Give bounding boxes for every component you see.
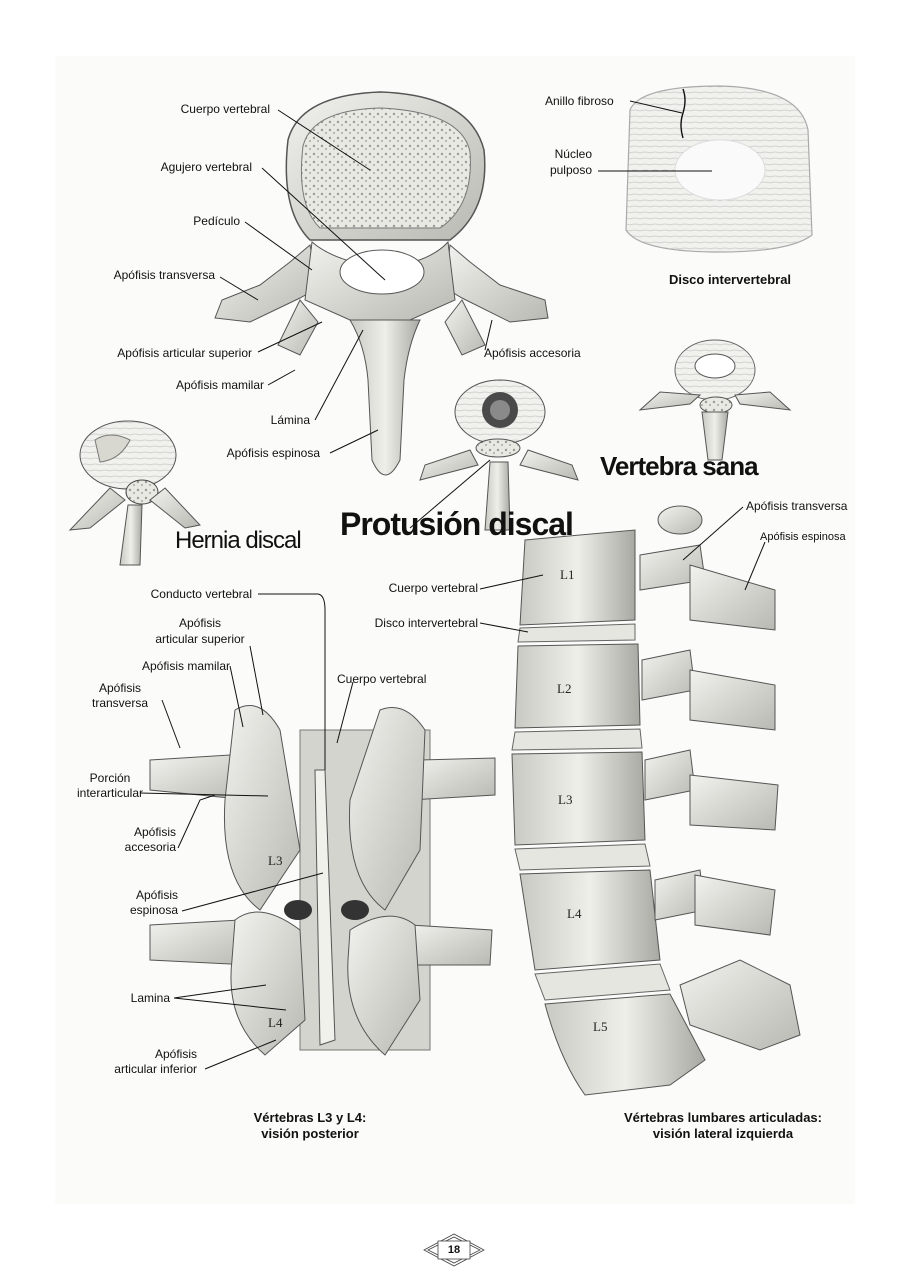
label-apofisis-espinosa-top: Apófisis espinosa bbox=[226, 446, 320, 460]
caption-lateral-1: Vértebras lumbares articuladas: bbox=[624, 1110, 822, 1125]
label-apofisis-articular-inferior-1: Apófisis bbox=[154, 1047, 197, 1061]
label-cuerpo-vertebral-posterior: Cuerpo vertebral bbox=[337, 672, 427, 686]
label-apofisis-accesoria-2: accesoria bbox=[124, 840, 176, 854]
label-agujero-vertebral: Agujero vertebral bbox=[160, 160, 252, 174]
posterior-view-l3-l4 bbox=[149, 705, 496, 1056]
level-label-l4: L4 bbox=[567, 906, 582, 921]
healthy-vertebra-inset bbox=[638, 339, 792, 461]
label-disco-intervertebral-lateral: Disco intervertebral bbox=[374, 616, 478, 630]
label-porcion: Porción bbox=[89, 771, 131, 785]
level-label-l3-posterior: L3 bbox=[268, 853, 283, 868]
label-apofisis-articular-superior-2: articular superior bbox=[155, 632, 245, 646]
label-apofisis-transversa-top: Apófisis transversa bbox=[113, 268, 215, 282]
page-number: 18 bbox=[447, 1244, 461, 1256]
label-apofisis-accesoria-top: Apófisis accesoria bbox=[484, 346, 581, 360]
label-apofisis-mamilar: Apófisis mamilar bbox=[141, 659, 230, 673]
disc-herniation-inset bbox=[68, 420, 201, 566]
caption-posterior-1: Vértebras L3 y L4: bbox=[253, 1110, 367, 1125]
title-protusion-discal: Protusión discal bbox=[340, 506, 574, 542]
label-lamina-top: Lámina bbox=[270, 413, 310, 427]
label-apofisis-espinosa-1: Apófisis bbox=[135, 888, 178, 902]
lateral-view-lumbar-column bbox=[511, 505, 801, 1096]
label-apofisis-mamilar-top: Apófisis mamilar bbox=[175, 378, 264, 392]
disc-protrusion-inset bbox=[419, 379, 579, 531]
label-apofisis-articular-superior-1: Apófisis bbox=[178, 616, 222, 630]
label-conducto-vertebral: Conducto vertebral bbox=[150, 587, 252, 601]
caption-disco-intervertebral: Disco intervertebral bbox=[668, 272, 792, 287]
label-cuerpo-vertebral-top: Cuerpo vertebral bbox=[180, 102, 270, 116]
label-apofisis-transversa-1: Apófisis bbox=[98, 681, 142, 695]
title-vertebra-sana: Vertebra sana bbox=[600, 451, 759, 481]
label-pediculo: Pedículo bbox=[193, 214, 240, 228]
level-label-l4-posterior: L4 bbox=[268, 1015, 283, 1030]
caption-lateral-2: visión lateral izquierda bbox=[652, 1126, 794, 1141]
label-cuerpo-vertebral-lateral: Cuerpo vertebral bbox=[388, 581, 478, 595]
label-nucleo: Núcleo bbox=[554, 147, 592, 161]
label-apofisis-articular-superior-top: Apófisis articular superior bbox=[117, 346, 252, 360]
level-label-l2: L2 bbox=[557, 681, 572, 696]
label-lamina-posterior: Lamina bbox=[130, 991, 170, 1005]
leader-lines bbox=[139, 100, 766, 1070]
label-pulposo: pulposo bbox=[549, 163, 592, 177]
title-hernia-discal: Hernia discal bbox=[175, 527, 302, 554]
label-interarticular: interarticular bbox=[76, 786, 144, 800]
caption-posterior-2: visión posterior bbox=[261, 1126, 359, 1141]
vertebra-superior-view bbox=[214, 91, 549, 476]
label-apofisis-espinosa-2: espinosa bbox=[129, 903, 178, 917]
label-apofisis-articular-inferior-2: articular inferior bbox=[114, 1062, 197, 1076]
intervertebral-disc bbox=[625, 85, 813, 253]
label-apofisis-espinosa-lateral: Apófisis espinosa bbox=[760, 531, 846, 543]
label-anillo-fibroso: Anillo fibroso bbox=[545, 94, 614, 108]
page-number-badge bbox=[423, 1233, 485, 1267]
level-label-l5: L5 bbox=[593, 1019, 608, 1034]
level-label-l3: L3 bbox=[558, 792, 573, 807]
level-label-l1: L1 bbox=[560, 567, 575, 582]
label-apofisis-accesoria-1: Apófisis bbox=[133, 825, 176, 839]
label-apofisis-transversa-lateral: Apófisis transversa bbox=[746, 499, 848, 513]
label-apofisis-transversa-2: transversa bbox=[91, 696, 149, 710]
